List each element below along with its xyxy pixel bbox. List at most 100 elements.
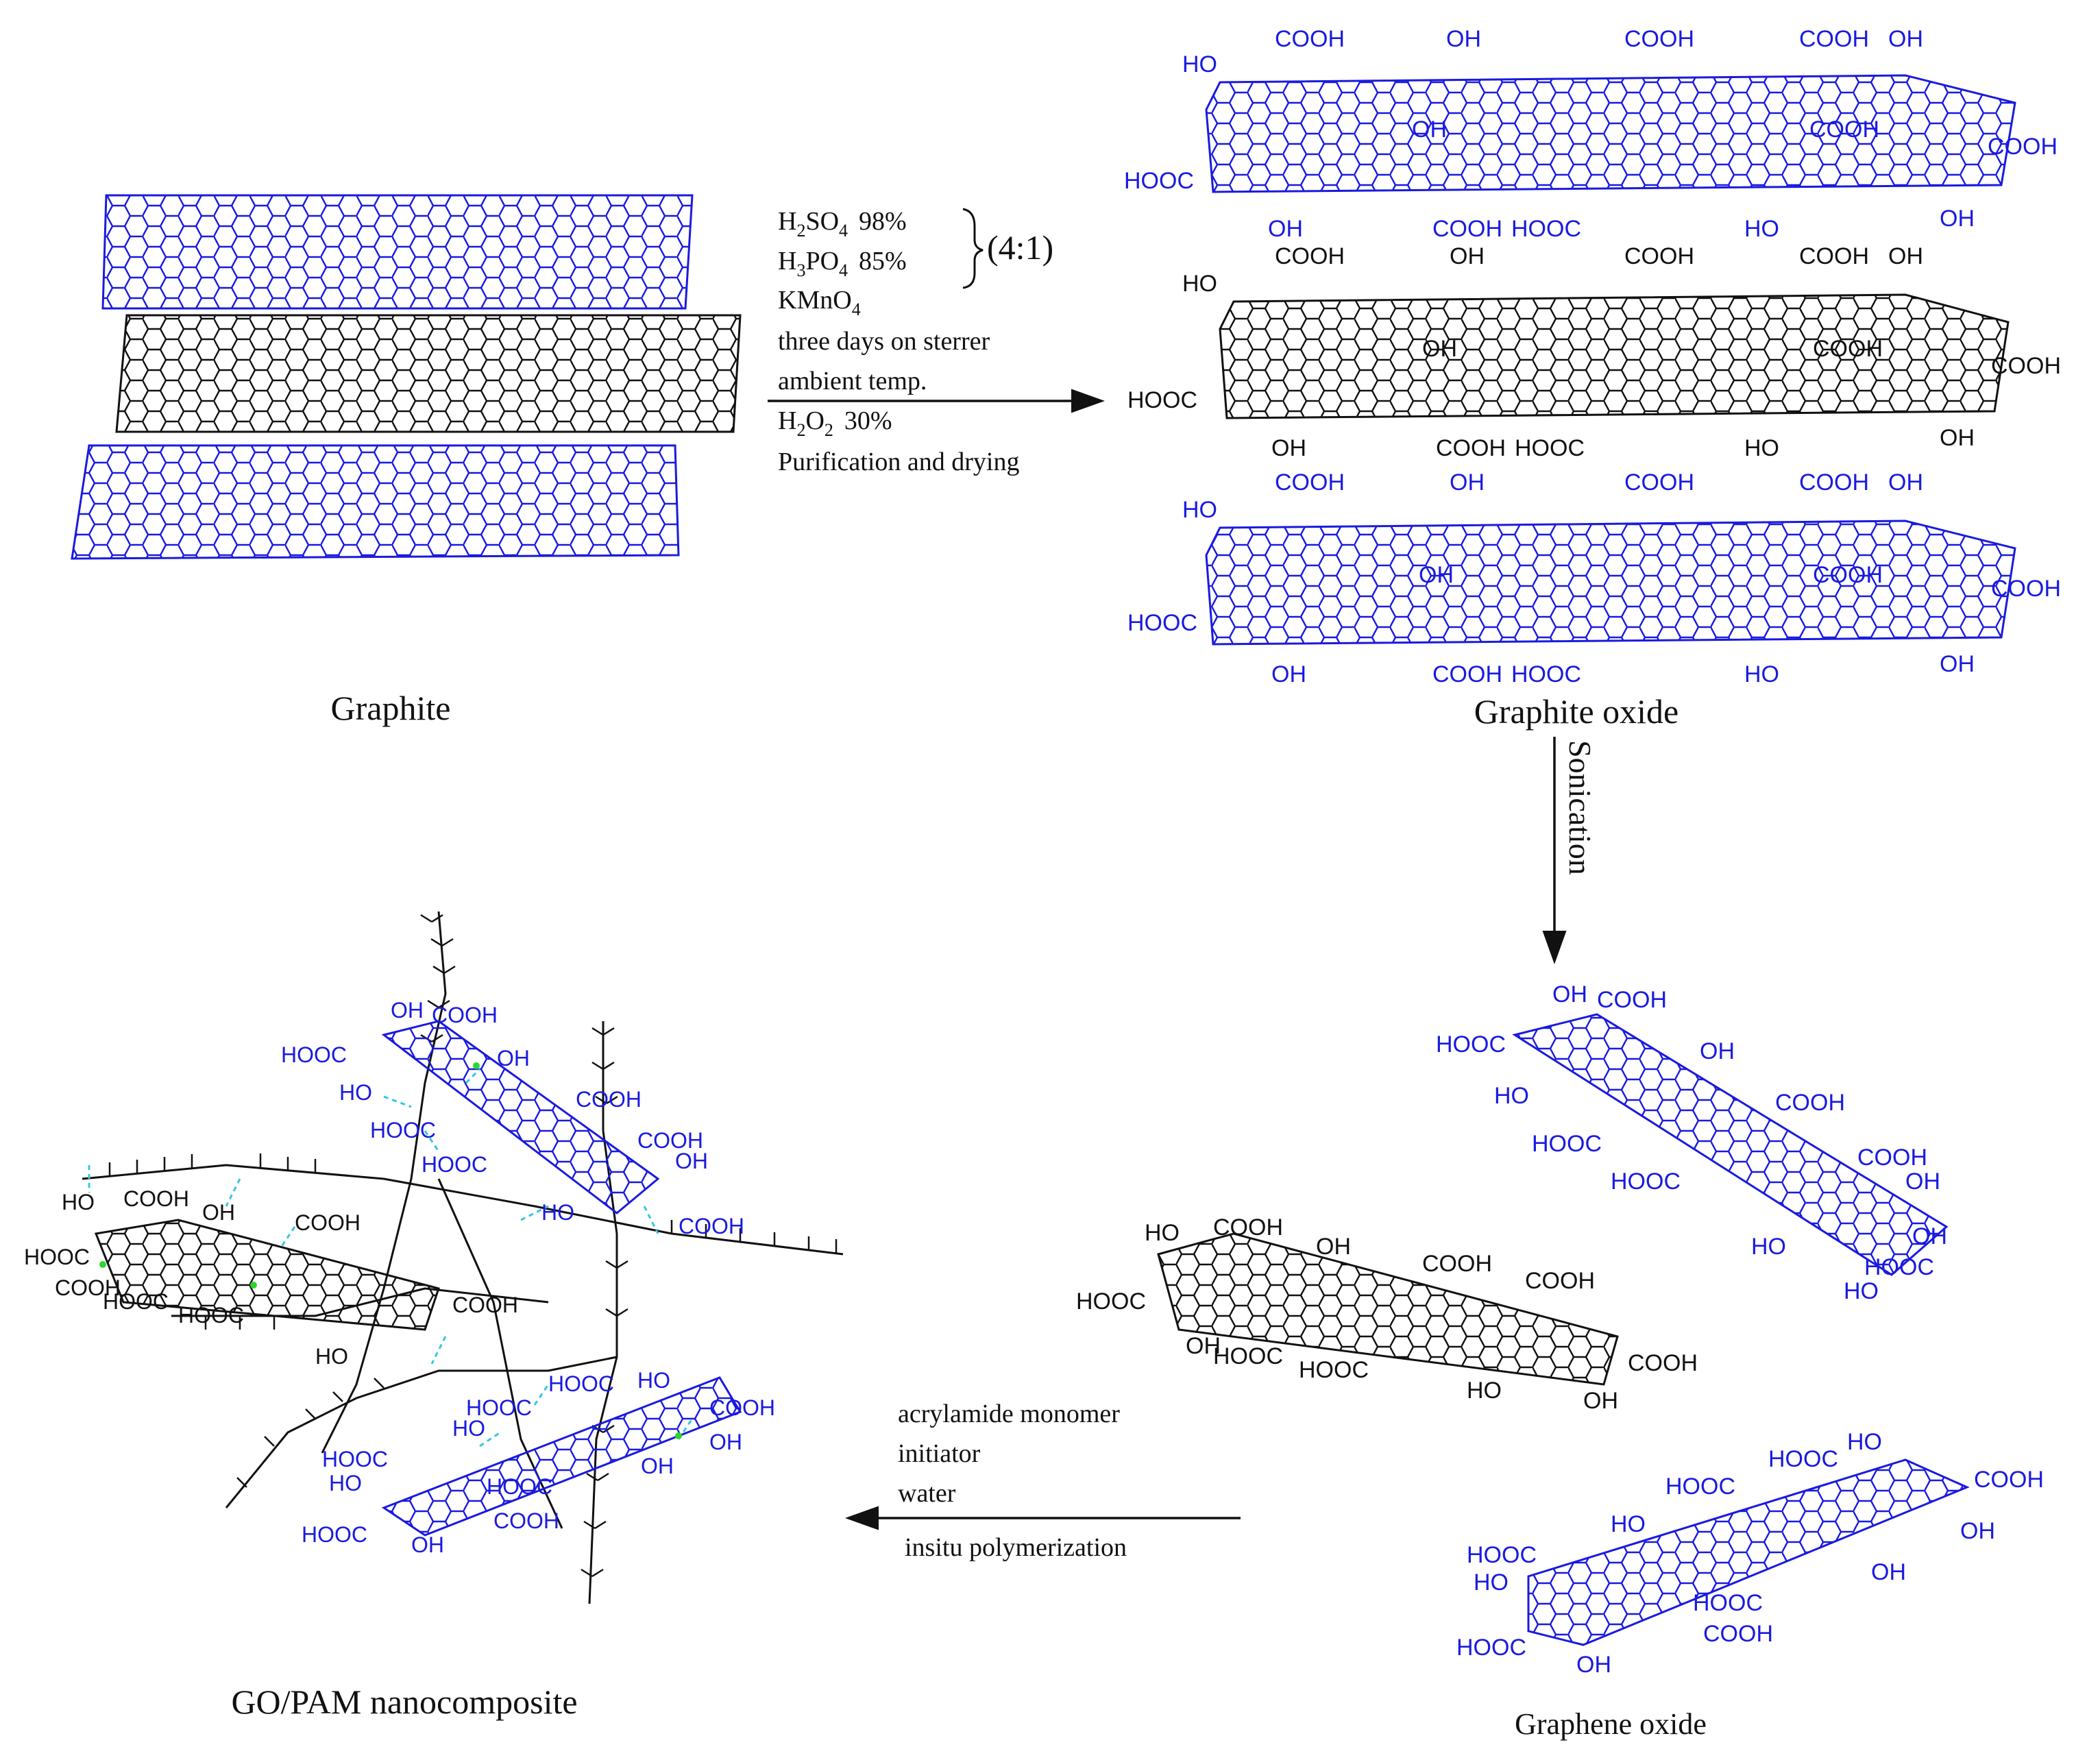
graphite-oxide-layer-bottom: COOH OH COOH COOH OH HO HOOC COOH OH COO… (1127, 469, 2061, 687)
polymer-side-groups (108, 914, 838, 1578)
svg-text:HOOC: HOOC (1076, 1288, 1146, 1315)
svg-text:COOH: COOH (55, 1275, 121, 1300)
svg-text:HOOC: HOOC (1467, 1542, 1537, 1568)
svg-text:HOOC: HOOC (1299, 1357, 1369, 1383)
svg-text:HOOC: HOOC (1665, 1474, 1735, 1500)
svg-text:COOH: COOH (1422, 1251, 1492, 1277)
svg-text:OH: OH (1271, 661, 1306, 687)
graphite-structure (71, 194, 742, 560)
condition-initiator: initiator (898, 1439, 981, 1468)
svg-text:COOH: COOH (295, 1210, 361, 1235)
svg-text:OH: OH (709, 1430, 742, 1454)
nanocomposite-label: GO/PAM nanocomposite (231, 1683, 577, 1721)
graphene-oxide-structure: OH COOH HOOC OH HO COOH HOOC COOH HOOC O… (1076, 981, 2044, 1678)
svg-text:HO: HO (1494, 1083, 1529, 1109)
svg-text:HOOC: HOOC (370, 1118, 436, 1142)
svg-text:HO: HO (1847, 1429, 1882, 1455)
svg-text:COOH: COOH (1857, 1145, 1927, 1171)
svg-text:HOOC: HOOC (322, 1447, 388, 1471)
svg-text:OH: OH (1268, 216, 1303, 242)
svg-text:HOOC: HOOC (1693, 1590, 1763, 1616)
svg-text:OH: OH (641, 1454, 674, 1478)
svg-text:COOH: COOH (1432, 661, 1502, 687)
sonication-label: Sonication (1563, 740, 1598, 875)
svg-text:HO: HO (1751, 1234, 1786, 1260)
svg-text:OH: OH (1960, 1518, 1995, 1544)
svg-text:HOOC: HOOC (487, 1474, 552, 1499)
svg-text:COOH: COOH (1275, 243, 1345, 269)
svg-text:HO: HO (452, 1416, 485, 1441)
svg-text:HOOC: HOOC (1124, 168, 1194, 194)
svg-text:COOH: COOH (1275, 26, 1345, 52)
svg-text:COOH: COOH (1799, 26, 1869, 52)
composite-sheet-left (94, 1219, 440, 1331)
graphite-oxide-layer-top: COOH OH COOH COOH OH HO HOOC COOH OH COO… (1124, 26, 2058, 242)
svg-text:COOH: COOH (1799, 469, 1869, 496)
svg-text:HOOC: HOOC (422, 1152, 487, 1177)
svg-text:COOH: COOH (1991, 353, 2061, 379)
svg-text:OH: OH (1271, 435, 1306, 461)
svg-text:COOH: COOH (709, 1395, 775, 1420)
svg-text:HO: HO (1744, 216, 1779, 242)
svg-text:OH: OH (1450, 469, 1485, 496)
svg-text:HOOC: HOOC (1213, 1343, 1283, 1369)
svg-text:COOH: COOH (1799, 243, 1869, 269)
svg-text:HOOC: HOOC (24, 1245, 90, 1269)
graphite-oxide-layer-middle: COOH OH COOH COOH OH HO HOOC COOH OH COO… (1127, 243, 2061, 461)
step3-conditions: acrylamide monomer initiator water insit… (845, 1400, 1241, 1562)
svg-text:COOH: COOH (637, 1128, 703, 1153)
svg-text:HO: HO (637, 1368, 670, 1393)
svg-text:HOOC: HOOC (281, 1042, 347, 1067)
condition-temp: ambient temp. (778, 367, 927, 395)
svg-text:HO: HO (339, 1080, 372, 1105)
svg-text:HO: HO (1145, 1220, 1180, 1246)
graphene-oxide-sheet-bottom: HO HOOC COOH HOOC HO OH HOOC HO OH HOOC … (1456, 1429, 2044, 1678)
svg-text:COOH: COOH (1275, 469, 1345, 496)
svg-text:COOH: COOH (1432, 216, 1502, 242)
svg-text:COOH: COOH (1436, 435, 1506, 461)
svg-text:HOOC: HOOC (103, 1289, 169, 1314)
ratio-brace (962, 208, 984, 289)
nanocomposite-structure: OH COOH HOOC OH HO HOOC COOH HOOC COOH O… (24, 911, 844, 1604)
svg-text:HOOC: HOOC (178, 1303, 244, 1328)
svg-text:HOOC: HOOC (1511, 661, 1581, 687)
svg-text:HOOC: HOOC (1436, 1031, 1506, 1058)
graphite-layer-top (101, 194, 694, 310)
svg-text:COOH: COOH (1991, 576, 2061, 602)
svg-text:HOOC: HOOC (1532, 1131, 1602, 1157)
svg-text:HO: HO (315, 1344, 348, 1369)
svg-text:HOOC: HOOC (1127, 387, 1197, 413)
svg-text:OH: OH (1871, 1559, 1906, 1585)
composite-group-labels: OH COOH HOOC OH HO HOOC COOH HOOC COOH O… (24, 998, 775, 1557)
svg-text:OH: OH (1888, 469, 1923, 496)
svg-text:HOOC: HOOC (302, 1522, 367, 1547)
svg-text:HOOC: HOOC (1864, 1254, 1934, 1280)
svg-text:HOOC: HOOC (1768, 1446, 1838, 1472)
svg-text:HOOC: HOOC (1511, 216, 1581, 242)
svg-text:OH: OH (1450, 243, 1485, 269)
svg-text:OH: OH (1940, 425, 1975, 451)
svg-text:OH: OH (1912, 1223, 1947, 1249)
svg-text:HOOC: HOOC (1456, 1635, 1526, 1661)
svg-text:HO: HO (1611, 1511, 1646, 1537)
svg-text:HOOC: HOOC (466, 1395, 532, 1420)
svg-text:OH: OH (202, 1200, 235, 1225)
svg-text:COOH: COOH (1988, 134, 2058, 160)
svg-text:HOOC: HOOC (1127, 610, 1197, 636)
composite-sheet-upper (381, 1020, 660, 1214)
svg-text:COOH: COOH (679, 1214, 744, 1238)
svg-text:OH: OH (675, 1149, 708, 1173)
svg-text:HO: HO (329, 1471, 362, 1495)
graphene-oxide-sheet-top: OH COOH HOOC OH HO COOH HOOC COOH HOOC O… (1436, 981, 1949, 1304)
svg-text:OH: OH (1316, 1234, 1351, 1260)
svg-text:COOH: COOH (1597, 987, 1667, 1013)
graphene-oxide-label: Graphene oxide (1515, 1707, 1707, 1741)
svg-text:OH: OH (391, 998, 424, 1023)
composite-sheet-lower (381, 1376, 742, 1537)
svg-text:OH: OH (1940, 651, 1975, 677)
svg-text:OH: OH (1552, 981, 1587, 1007)
